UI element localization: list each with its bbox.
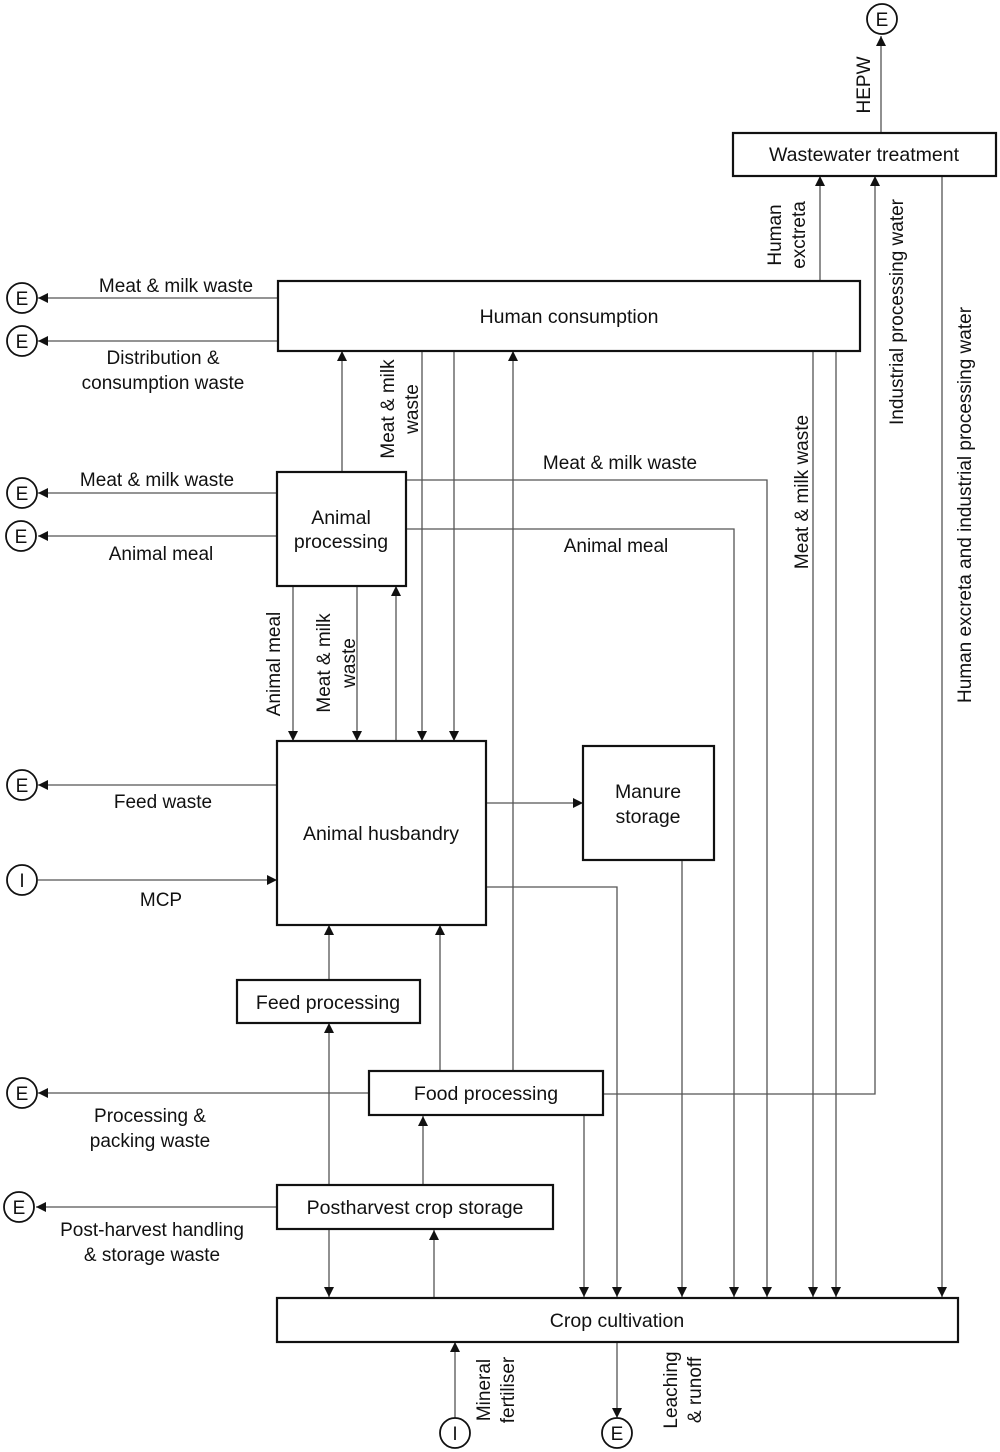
label-postharvest-waste-2: & storage waste (84, 1245, 220, 1266)
label-ap-animal-meal-to-ah: Animal meal (264, 612, 285, 717)
label-leaching-runoff-1: Leaching (661, 1351, 682, 1428)
export-node-ap-animal-meal: E (5, 520, 37, 552)
label-industrial-processing-water: Industrial processing water (887, 198, 908, 425)
box-label: Human consumption (480, 306, 659, 328)
label-hc-distribution-1: Distribution & (107, 348, 220, 369)
export-node-label: E (611, 1424, 624, 1445)
label-ap-meat-milk-to-ah-2: waste (339, 638, 360, 689)
label-processing-packing-1: Processing & (94, 1106, 206, 1127)
export-node-label: E (16, 1084, 29, 1105)
label-human-excreta-industrial-water: Human excreta and industrial processing … (955, 306, 976, 703)
export-node-label: E (15, 527, 28, 548)
label-feed-waste: Feed waste (114, 792, 212, 813)
label-ap-meat-milk-waste-to-crop: Meat & milk waste (543, 453, 697, 474)
box-animal-processing: Animal processing (275, 470, 408, 588)
export-node-label: E (16, 289, 29, 310)
label-mcp: MCP (140, 890, 182, 911)
label-human-excreta-2: exctreta (789, 201, 810, 269)
import-node-label: I (19, 871, 24, 892)
label-hc-meat-milk-waste-to-crop: Meat & milk waste (792, 415, 813, 569)
box-label: Animal husbandry (303, 823, 459, 845)
label-mineral-fertiliser-2: fertiliser (498, 1356, 519, 1423)
box-label: Food processing (414, 1083, 558, 1105)
flow-ap-animal-meal-to-crop (406, 528, 739, 1297)
flow-industrial-processing-water (604, 176, 880, 1095)
box-crop-cultivation: Crop cultivation (275, 1296, 960, 1344)
box-label: Feed processing (256, 992, 400, 1014)
label-processing-packing-2: packing waste (90, 1131, 210, 1152)
flow-ah-to-crop (486, 886, 622, 1297)
export-node-hepw: E (866, 3, 898, 35)
box-label: Animal (311, 507, 371, 529)
import-node-mineral-fertiliser: I (439, 1417, 471, 1449)
box-label: processing (294, 531, 388, 553)
export-node-processing-packing: E (6, 1077, 38, 1109)
export-node-postharvest: E (3, 1191, 35, 1223)
label-ap-meat-milk-to-ah-1: Meat & milk (314, 613, 335, 713)
label-ap-animal-meal: Animal meal (109, 544, 214, 565)
export-node-label: E (16, 776, 29, 797)
label-ap-to-hc-2: waste (402, 384, 423, 435)
export-node-label: E (876, 10, 889, 31)
export-node-ap-meat-milk: E (6, 477, 38, 509)
label-hc-distribution-2: consumption waste (82, 373, 245, 394)
import-node-mcp: I (6, 864, 38, 896)
export-node-hc-meat-milk: E (6, 282, 38, 314)
label-ap-animal-meal-to-crop: Animal meal (564, 536, 669, 557)
export-node-leaching-runoff: E (601, 1417, 633, 1449)
label-hc-meat-milk-waste: Meat & milk waste (99, 276, 253, 297)
box-postharvest-crop-storage: Postharvest crop storage (275, 1183, 555, 1231)
export-node-label: E (16, 484, 29, 505)
label-ap-to-hc-1: Meat & milk (378, 359, 399, 459)
box-manure-storage: Manure storage (581, 744, 716, 862)
label-postharvest-waste-1: Post-harvest handling (60, 1220, 244, 1241)
label-leaching-runoff-2: & runoff (685, 1356, 706, 1423)
box-food-processing: Food processing (367, 1069, 605, 1117)
label-mineral-fertiliser-1: Mineral (474, 1359, 495, 1421)
box-animal-husbandry: Animal husbandry (275, 739, 488, 927)
export-node-label: E (16, 332, 29, 353)
box-label: Manure (615, 781, 681, 803)
box-label: storage (615, 806, 680, 828)
export-node-hc-distribution: E (6, 325, 38, 357)
export-node-label: E (13, 1198, 26, 1219)
box-label: Wastewater treatment (769, 144, 960, 166)
box-human-consumption: Human consumption (276, 279, 862, 353)
box-feed-processing: Feed processing (235, 978, 422, 1025)
box-wastewater-treatment: Wastewater treatment (731, 131, 998, 178)
label-human-excreta-1: Human (765, 204, 786, 265)
export-node-feed-waste: E (6, 769, 38, 801)
box-label: Postharvest crop storage (307, 1197, 524, 1219)
import-node-label: I (452, 1424, 457, 1445)
box-label: Crop cultivation (550, 1310, 684, 1332)
label-hepw: HEPW (854, 56, 875, 113)
flow-ap-meat-milk-waste-to-crop (406, 479, 772, 1297)
label-ap-meat-milk-waste: Meat & milk waste (80, 470, 234, 491)
